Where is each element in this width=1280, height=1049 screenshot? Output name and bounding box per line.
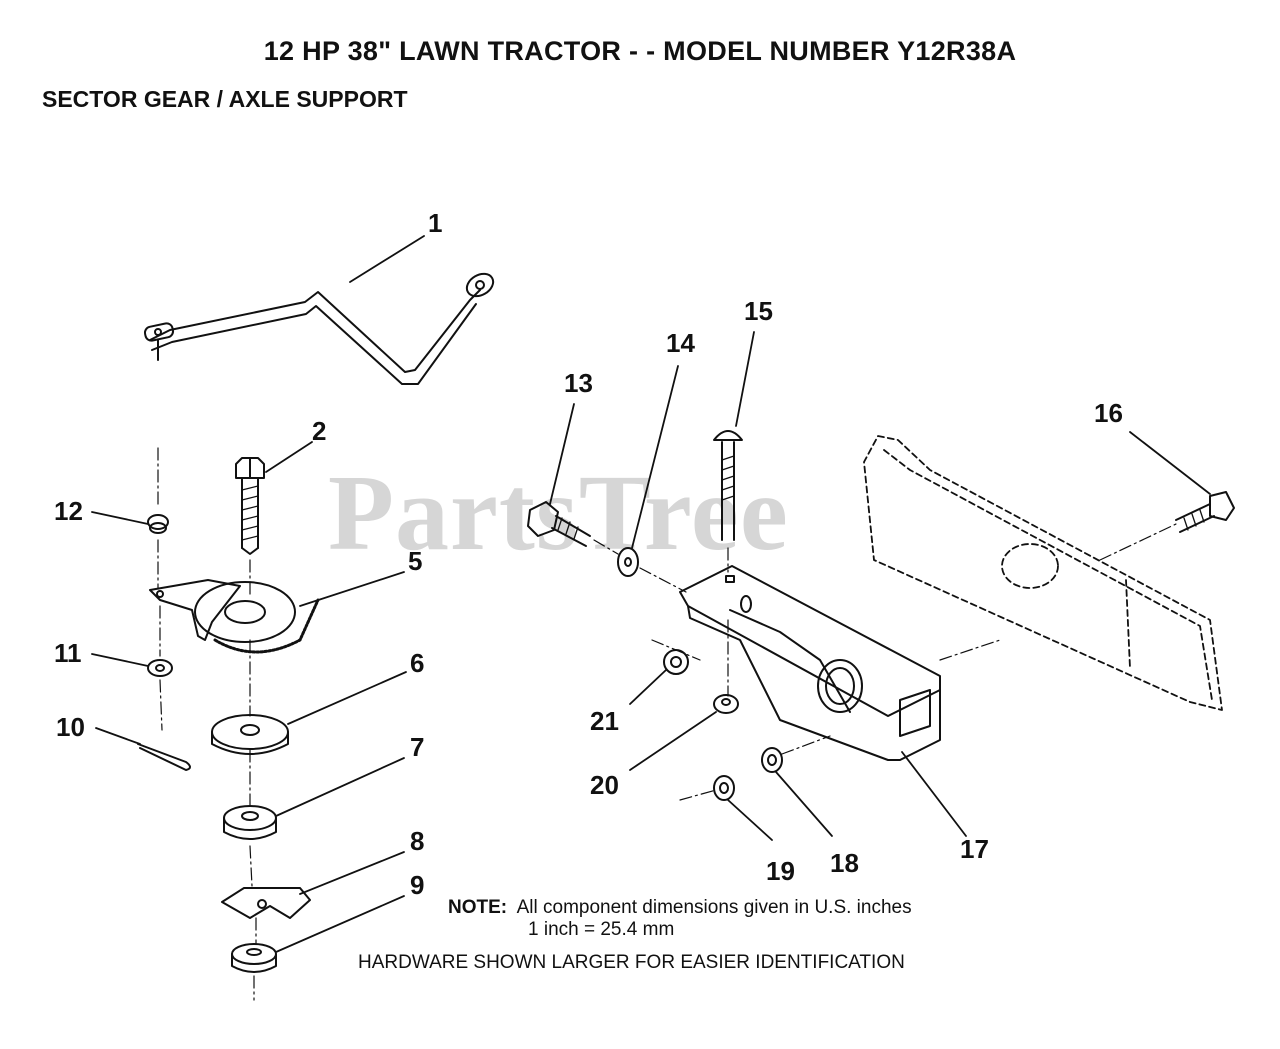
part-7-nut[interactable] — [223, 805, 277, 840]
callout-17: 17 — [960, 834, 989, 864]
callout-11: 11 — [54, 638, 82, 668]
callout-10: 10 — [56, 712, 85, 742]
callout-5: 5 — [408, 546, 422, 576]
part-14-washer[interactable] — [617, 547, 639, 577]
diagram-title: 12 HP 38" LAWN TRACTOR - - MODEL NUMBER … — [263, 36, 1017, 66]
note-line-2: 1 inch = 25.4 mm — [528, 919, 675, 940]
callout-13: 13 — [564, 368, 593, 398]
part-6-spacer[interactable] — [211, 714, 289, 755]
note-label: NOTE: — [448, 897, 508, 918]
callout-numbers: 1 2 5 6 7 8 9 10 11 12 13 14 15 16 17 18… — [54, 208, 1123, 900]
part-16-bolt[interactable] — [1175, 491, 1235, 533]
callout-21: 21 — [590, 706, 619, 736]
part-20-nut[interactable] — [713, 694, 739, 714]
part-15-carriage-bolt[interactable] — [713, 430, 743, 541]
hardware-note: HARDWARE SHOWN LARGER FOR EASIER IDENTIF… — [358, 952, 905, 973]
callout-19: 19 — [766, 856, 795, 886]
part-8-clip[interactable] — [221, 887, 311, 919]
axle-frame-reference — [863, 435, 1223, 711]
callout-6: 6 — [410, 648, 424, 678]
callout-2: 2 — [312, 416, 326, 446]
callout-8: 8 — [410, 826, 424, 856]
callout-15: 15 — [744, 296, 773, 326]
part-1-drag-link[interactable] — [143, 269, 497, 385]
part-17-axle-support[interactable] — [679, 565, 941, 761]
callout-9: 9 — [410, 870, 424, 900]
part-9-nut[interactable] — [231, 943, 277, 973]
callout-12: 12 — [54, 496, 83, 526]
part-18-nut[interactable] — [761, 747, 783, 773]
note-line-1: NOTE: All component dimensions given in … — [448, 897, 912, 919]
callout-20: 20 — [590, 770, 619, 800]
callout-16: 16 — [1094, 398, 1123, 428]
part-21-nut[interactable] — [663, 649, 689, 675]
part-11-washer[interactable] — [147, 659, 173, 677]
note-text: All component dimensions given in U.S. i… — [516, 897, 912, 918]
part-13-bolt[interactable] — [527, 501, 591, 547]
diagram-subtitle: SECTOR GEAR / AXLE SUPPORT — [42, 86, 408, 112]
part-19-nut[interactable] — [713, 775, 735, 801]
leader-lines — [91, 235, 1211, 953]
callout-1: 1 — [428, 208, 442, 238]
callout-7: 7 — [410, 732, 424, 762]
part-12-bushing[interactable] — [147, 514, 169, 534]
centerlines — [157, 447, 1177, 1001]
part-2-hex-bolt[interactable] — [235, 457, 265, 555]
part-5-sector-gear[interactable] — [149, 579, 320, 654]
callout-18: 18 — [830, 848, 859, 878]
callout-14: 14 — [666, 328, 695, 358]
part-10-cotter-pin[interactable] — [137, 743, 191, 771]
